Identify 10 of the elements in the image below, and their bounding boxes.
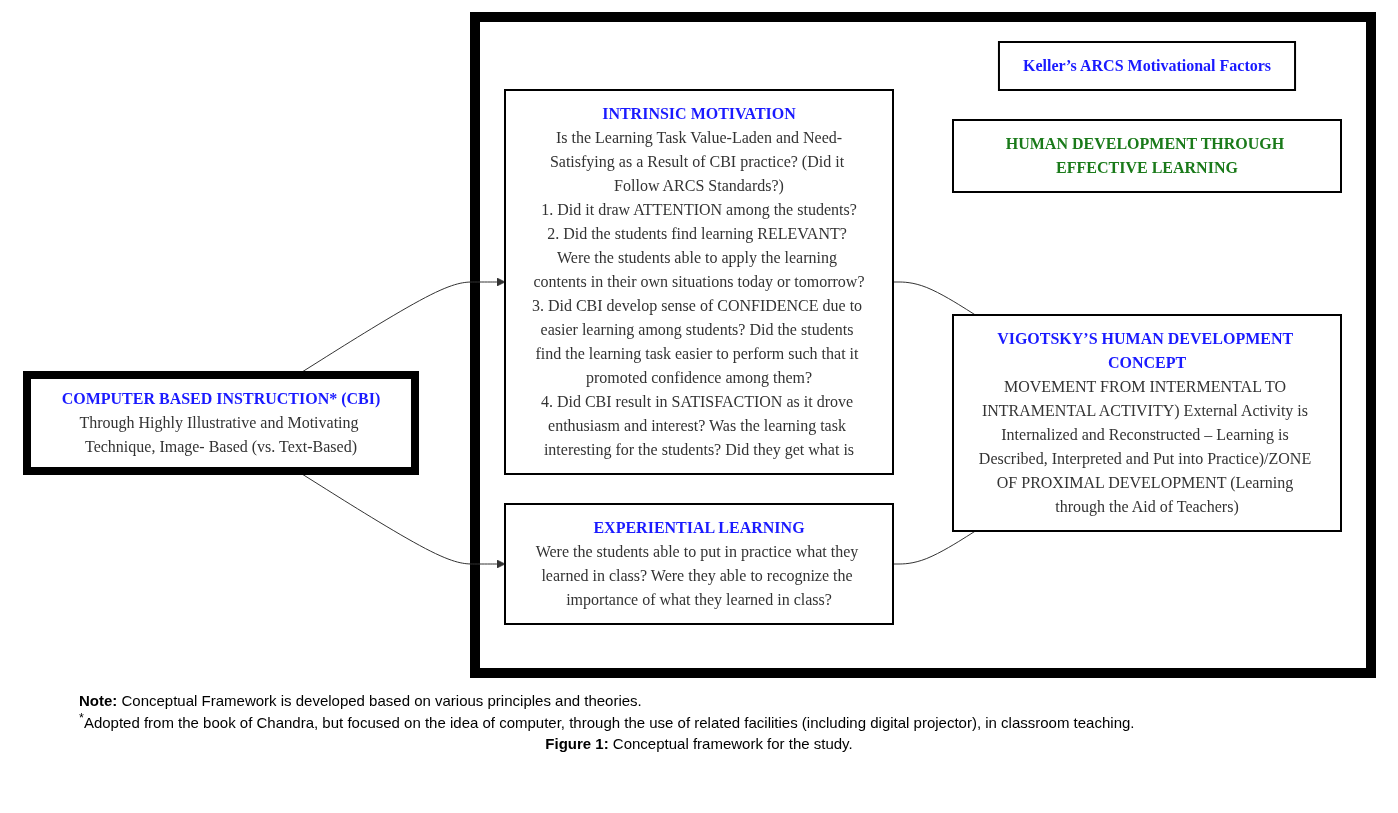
node-box: INTRINSIC MOTIVATION Is the Learning Task Value-Laden and Need-Satisfying as a Result of CBI practice? (Did it Follow ARCS Standards?) 1. Did it draw ATTENTION among the students? 2. Did the students find learning RELEVANT? Were the students able to apply the learning contents in their own situations today or tomorrow? 3. Did CBI develop sense of CONFIDENCE due to easier learning among students? Did the students find the learning task easier to perform such that it promoted confidence among them? 4. Did CBI result in SATISFACTION as it drove enthusiasm and interest? Was the learning task interesting for the students? Did they get what is: [504, 89, 894, 475]
node-box: Keller’s ARCS Motivational Factors: [997, 41, 1297, 91]
figure-caption: Figure 1: Conceptual framework for the study.: [544, 735, 854, 752]
footnote: Note: Conceptual Framework is developed based on various principles and theories.: [79, 692, 643, 709]
footnote: $^{*}$Adopted from the book of Chandra, but focused on the idea of computer, through the use of related facilities (including digital projector), in classroom teaching.: [79, 711, 1136, 731]
node-box: EXPERIENTIAL LEARNING Were the students able to put in practice what they learned in class? Were they able to recognize the importance of what they learned in class?: [504, 503, 894, 625]
node-box: VIGOTSKY’S HUMAN DEVELOPMENT CONCEPT MOVEMENT FROM INTERMENTAL TO INTRAMENTAL ACTIVITY) External Activity is Internalized and Reconstructed – Learning is Described, Interpreted and Put into Practice)/ZONE OF PROXIMAL DEVELOPMENT (Learning through the Aid of Teachers): [952, 314, 1342, 532]
node-box: HUMAN DEVELOPMENT THROUGH EFFECTIVE LEARNING: [952, 119, 1342, 193]
node-box: COMPUTER BASED INSTRUCTION* (CBI) Through Highly Illustrative and Motivating Technique, Image- Based (vs. Text-Based): [23, 371, 419, 475]
cluster: [470, 12, 1376, 678]
